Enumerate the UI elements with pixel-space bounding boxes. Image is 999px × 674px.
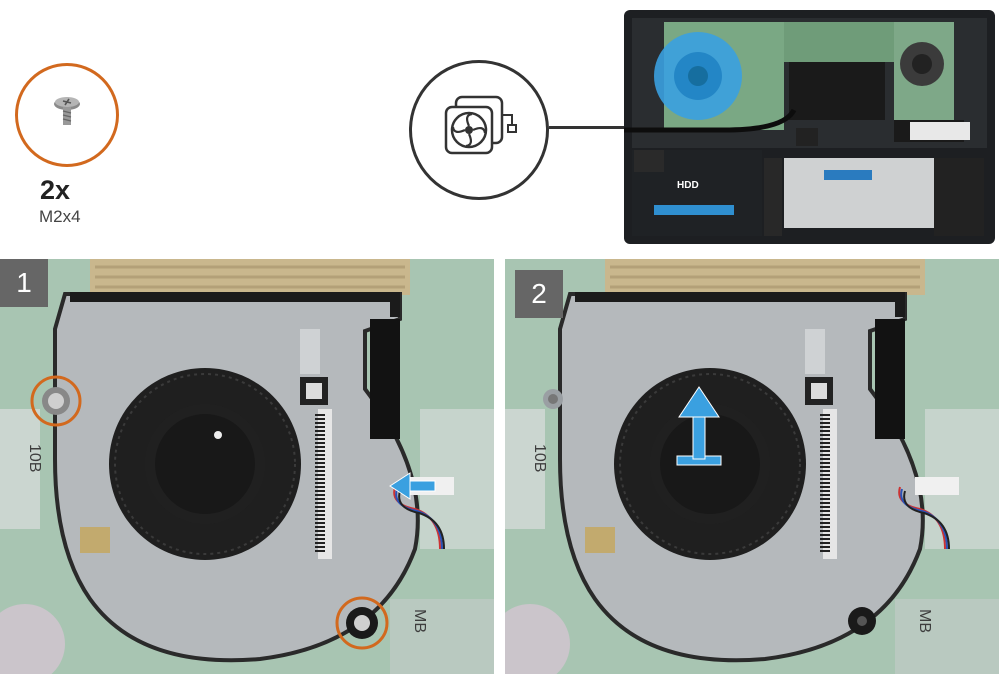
screw-quantity: 2x	[40, 175, 71, 205]
fan-component-callout	[409, 60, 549, 200]
screw-hole-top	[30, 375, 82, 427]
step-number-badge: 1	[0, 259, 48, 307]
arrow-up-icon	[676, 386, 722, 466]
laptop-base-overview: HDD	[624, 10, 995, 244]
board-label-10b: 10B	[531, 444, 548, 472]
board-label-mb: MB	[411, 609, 428, 633]
step-2-panel: 10B MB 2	[505, 259, 999, 674]
fan-icon	[444, 95, 517, 155]
screw-icon	[54, 97, 80, 125]
board-label-10b: 10B	[26, 444, 43, 472]
step-1-panel: 10B MB 1	[0, 259, 494, 674]
board-label-mb: MB	[916, 609, 933, 633]
screw-callout-circle	[15, 63, 119, 167]
arrow-left-icon	[389, 472, 436, 500]
hdd-label: HDD	[677, 180, 699, 191]
screw-hole-bottom	[335, 596, 389, 650]
screw-type: M2x4	[39, 207, 81, 226]
step-number-badge: 2	[515, 270, 563, 318]
callout-leader-line	[549, 126, 689, 129]
